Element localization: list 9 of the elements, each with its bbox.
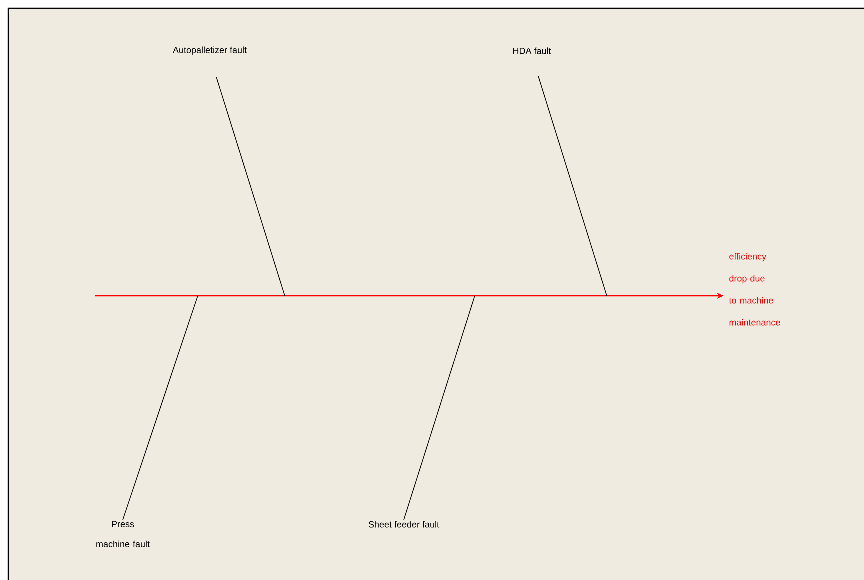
cause-label: Sheet feeder fault bbox=[368, 521, 440, 528]
cause-label: HDA fault bbox=[513, 48, 552, 54]
bone-line bbox=[404, 296, 476, 520]
cause-label: Autopalletizer fault bbox=[173, 46, 247, 56]
cause-label: Press machine fault bbox=[96, 521, 150, 548]
bone-line bbox=[122, 296, 198, 520]
bone-line bbox=[216, 76, 286, 296]
effect-label: efficiency drop due to machine maintenance bbox=[729, 253, 780, 326]
bone-line bbox=[538, 76, 608, 296]
